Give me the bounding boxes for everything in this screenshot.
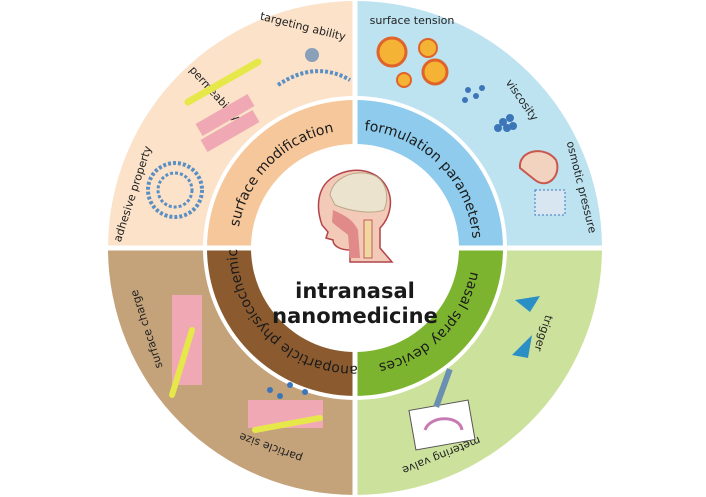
center-title-line1: intranasal bbox=[295, 279, 415, 303]
head-anatomy-icon bbox=[317, 169, 394, 263]
center-title-line2: nanomedicine bbox=[272, 304, 438, 328]
adhesive-nanoparticle-icon bbox=[146, 161, 204, 219]
surface-tension-droplets-icon bbox=[376, 36, 449, 88]
permeability-cells-icon bbox=[184, 58, 262, 153]
surface-charge-cells-icon bbox=[169, 295, 202, 398]
particle-size-cells-icon bbox=[248, 382, 323, 433]
metering-valve-icon bbox=[408, 368, 476, 451]
targeting-ligand-icon bbox=[276, 48, 351, 87]
osmotic-pressure-icon bbox=[518, 150, 566, 216]
label-surface-tension: surface tension bbox=[370, 14, 455, 27]
nasal-spray-trigger-icon bbox=[512, 296, 540, 358]
viscosity-particles-icon bbox=[462, 85, 517, 132]
